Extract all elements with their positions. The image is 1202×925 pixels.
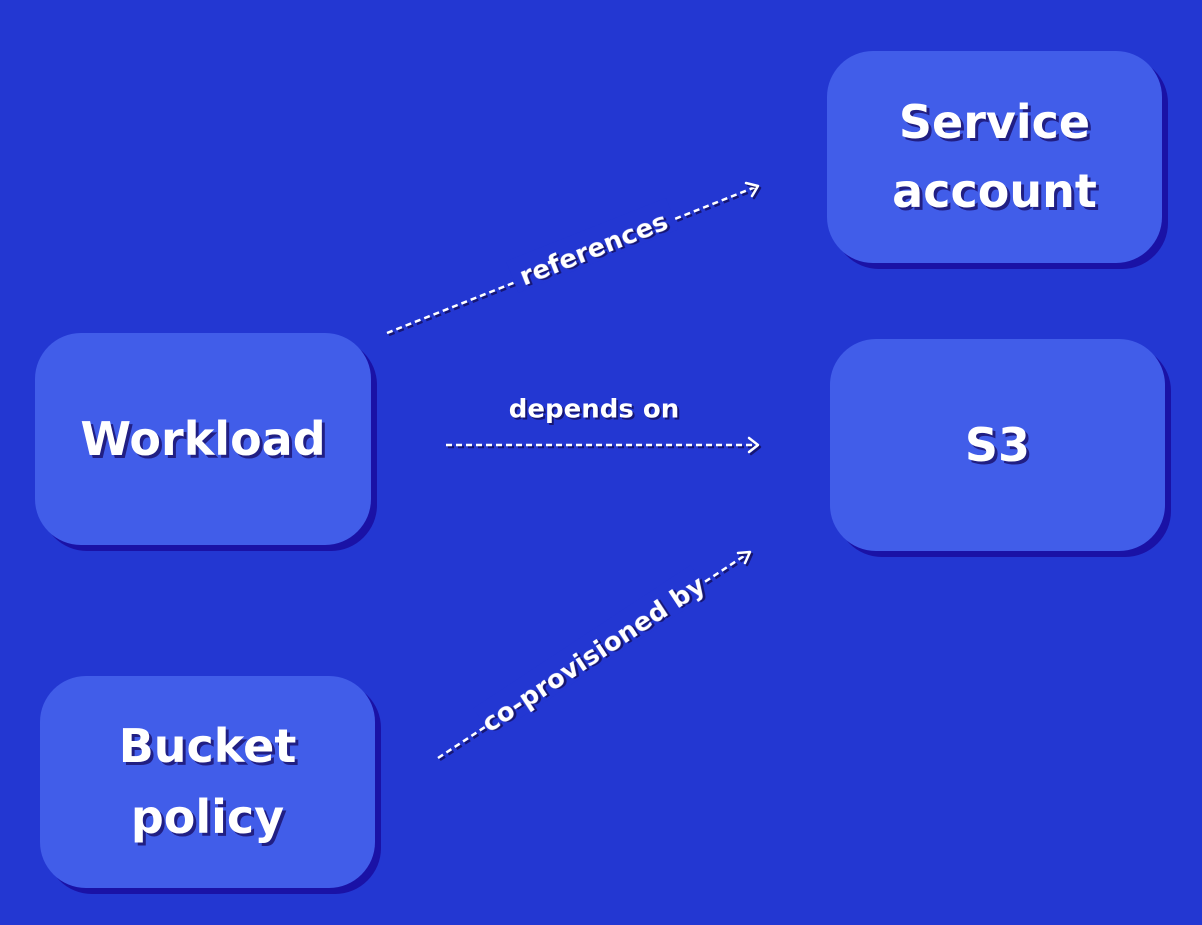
edge-depends-on-label: depends on [509, 395, 680, 425]
edge-depends-on: depends on [446, 395, 760, 454]
node-s3: S3 [830, 339, 1165, 551]
edge-references-arrowhead [744, 181, 760, 198]
node-s3-label: S3 [964, 417, 1031, 472]
node-bucket-policy-label-line2: policy [130, 790, 285, 844]
edge-references-label-bg [505, 197, 679, 293]
node-bucket-policy-label-line1: Bucket [118, 718, 297, 773]
node-service-account: Service account [827, 51, 1162, 263]
node-workload-label: Workload [80, 411, 326, 466]
edge-co-provisioned-by-label: co-provisioned by [477, 570, 711, 739]
edge-references-line [386, 184, 759, 335]
edge-references: references [386, 181, 760, 335]
node-workload: Workload [35, 333, 371, 545]
node-service-account-label-line1: Service [898, 95, 1091, 149]
node-service-account-label-line2: account [892, 164, 1097, 218]
edge-co-provisioned-by: co-provisioned by [437, 550, 752, 760]
edge-co-provisioned-by-label-bg [473, 565, 710, 737]
node-bucket-policy: Bucket policy [40, 676, 375, 888]
edge-depends-on-arrowhead [747, 436, 760, 454]
edge-co-provisioned-by-arrowhead [736, 550, 752, 565]
